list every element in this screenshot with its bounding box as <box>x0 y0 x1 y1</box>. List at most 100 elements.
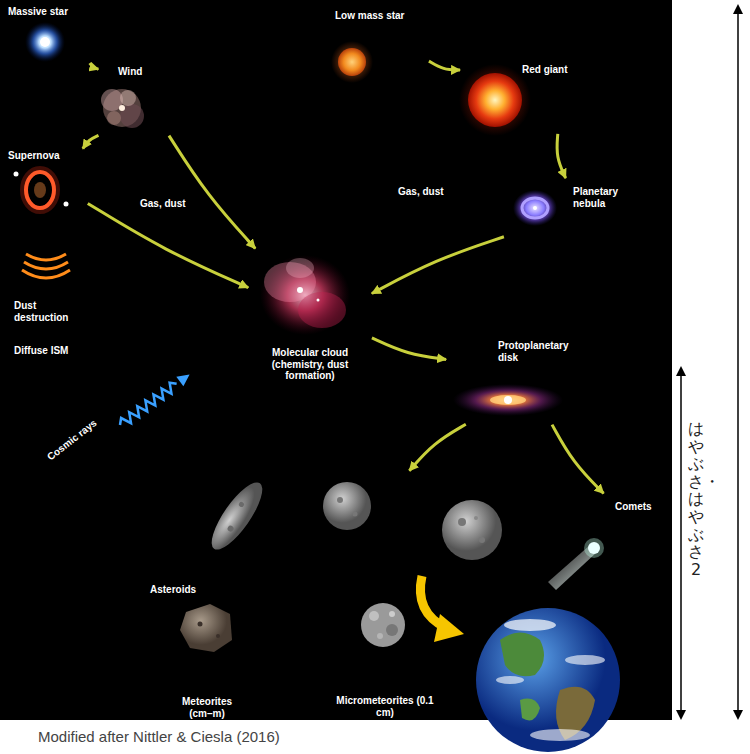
annotation-label: Gas, dust <box>140 198 186 210</box>
supernova-picture <box>34 182 46 198</box>
flow-arrow <box>409 424 465 470</box>
earth-picture <box>530 729 590 741</box>
flow-arrow <box>372 338 446 359</box>
molecular-cloud-picture <box>317 299 320 302</box>
protoplanetary-disk-picture <box>504 396 512 404</box>
delivery-arrow <box>420 576 464 642</box>
dust-destruction-arcs <box>22 270 70 278</box>
object-node: Meteorites (cm–m) <box>160 603 255 721</box>
asteroid-pictures <box>238 501 245 508</box>
planetary-nebula-picture <box>513 190 557 226</box>
supernova-picture <box>14 170 69 210</box>
object-node: Wind <box>100 64 182 134</box>
object-label: Molecular cloud (chemistry, dust formati… <box>264 347 356 382</box>
object-node: Micrometeorites (0.1 cm) <box>330 600 440 720</box>
supernova-picture <box>14 172 19 177</box>
wind-picture <box>119 105 125 111</box>
meteorite-picture <box>180 604 232 652</box>
massive-star-picture <box>25 22 65 62</box>
object-label: Protoplanetary disk <box>498 340 588 363</box>
micrometeorite-picture <box>389 611 395 617</box>
micrometeorite-picture <box>386 624 398 636</box>
asteroid-pictures <box>474 516 478 520</box>
earth-picture <box>500 633 544 677</box>
planetary-nebula-picture <box>533 206 537 210</box>
object-node: Molecular cloud (chemistry, dust formati… <box>250 250 370 390</box>
micrometeorite-picture <box>377 633 383 639</box>
object-node: Massive star <box>4 6 92 62</box>
mission-range-label: はやぶさ・はやぶさ2 <box>688 420 704 578</box>
micrometeorite-picture <box>361 603 405 647</box>
low-mass-star-picture <box>331 41 373 83</box>
wind-picture <box>107 111 121 125</box>
flow-arrow <box>83 135 99 148</box>
annotation-label: Cosmic rays <box>45 417 99 463</box>
cosmic-ray-arrow <box>116 370 193 430</box>
delivery-arrow <box>434 614 464 642</box>
object-node: Planetary nebula <box>505 180 637 236</box>
asteroid-pictures <box>323 482 371 530</box>
flow-arrow <box>372 237 504 294</box>
flow-arrow <box>169 136 255 249</box>
object-node: Low mass star <box>325 6 427 86</box>
earth-picture <box>565 655 605 665</box>
object-label: Comets <box>615 501 750 513</box>
annotation-label: Diffuse ISM <box>14 345 68 357</box>
range-arrow-outer <box>733 4 743 720</box>
supernova-picture <box>26 172 54 208</box>
asteroid-pictures <box>226 524 234 532</box>
object-node: Red giant <box>462 60 640 132</box>
earth-picture <box>476 608 620 752</box>
cosmic-ray-arrow <box>176 370 193 387</box>
range-arrow-inner <box>676 710 686 720</box>
asteroid-pictures <box>203 476 270 556</box>
meteorite-picture <box>198 622 203 627</box>
supernova-picture <box>24 170 56 210</box>
cosmic-ray-arrow <box>117 380 180 429</box>
figure-caption: Modified after Nittler & Ciesla (2016) <box>38 728 280 745</box>
flow-arrow <box>429 61 460 70</box>
object-label: Wind <box>118 66 200 78</box>
object-node: Supernova <box>4 150 86 212</box>
object-label: Low mass star <box>335 10 437 22</box>
object-node: Asteroids <box>148 472 512 600</box>
low-mass-star-picture <box>338 48 366 76</box>
molecular-cloud-picture <box>260 255 350 335</box>
annotation-label: Dust destruction <box>14 300 76 323</box>
molecular-cloud-picture <box>260 255 350 335</box>
object-label: Supernova <box>8 150 90 162</box>
wind-picture <box>120 90 136 106</box>
flow-arrow <box>88 203 248 287</box>
molecular-cloud-picture <box>298 292 346 328</box>
comet-picture <box>548 538 604 590</box>
red-giant-picture <box>459 64 531 136</box>
dust-destruction-arcs <box>24 262 68 269</box>
dust-destruction-arcs <box>22 254 70 278</box>
flow-arrow <box>557 134 566 178</box>
asteroid-pictures <box>479 537 485 543</box>
comet-picture <box>588 542 600 554</box>
red-giant-picture <box>468 73 522 127</box>
range-arrow-outer <box>733 710 743 720</box>
object-label: Asteroids <box>150 584 514 596</box>
supernova-picture <box>64 202 69 207</box>
earth-picture <box>476 608 620 752</box>
massive-star-picture <box>25 22 65 62</box>
earth-picture <box>520 699 540 721</box>
wind-picture <box>120 104 144 128</box>
protoplanetary-disk-picture <box>453 384 563 416</box>
flow-arrow <box>552 425 604 494</box>
asteroid-pictures <box>442 500 502 560</box>
dust-destruction-arcs <box>26 254 66 260</box>
asteroid-pictures <box>337 497 343 503</box>
massive-star-picture <box>40 37 50 47</box>
range-arrow-inner <box>676 366 686 376</box>
range-arrow-inner <box>680 372 682 714</box>
range-arrow-outer <box>733 4 743 14</box>
